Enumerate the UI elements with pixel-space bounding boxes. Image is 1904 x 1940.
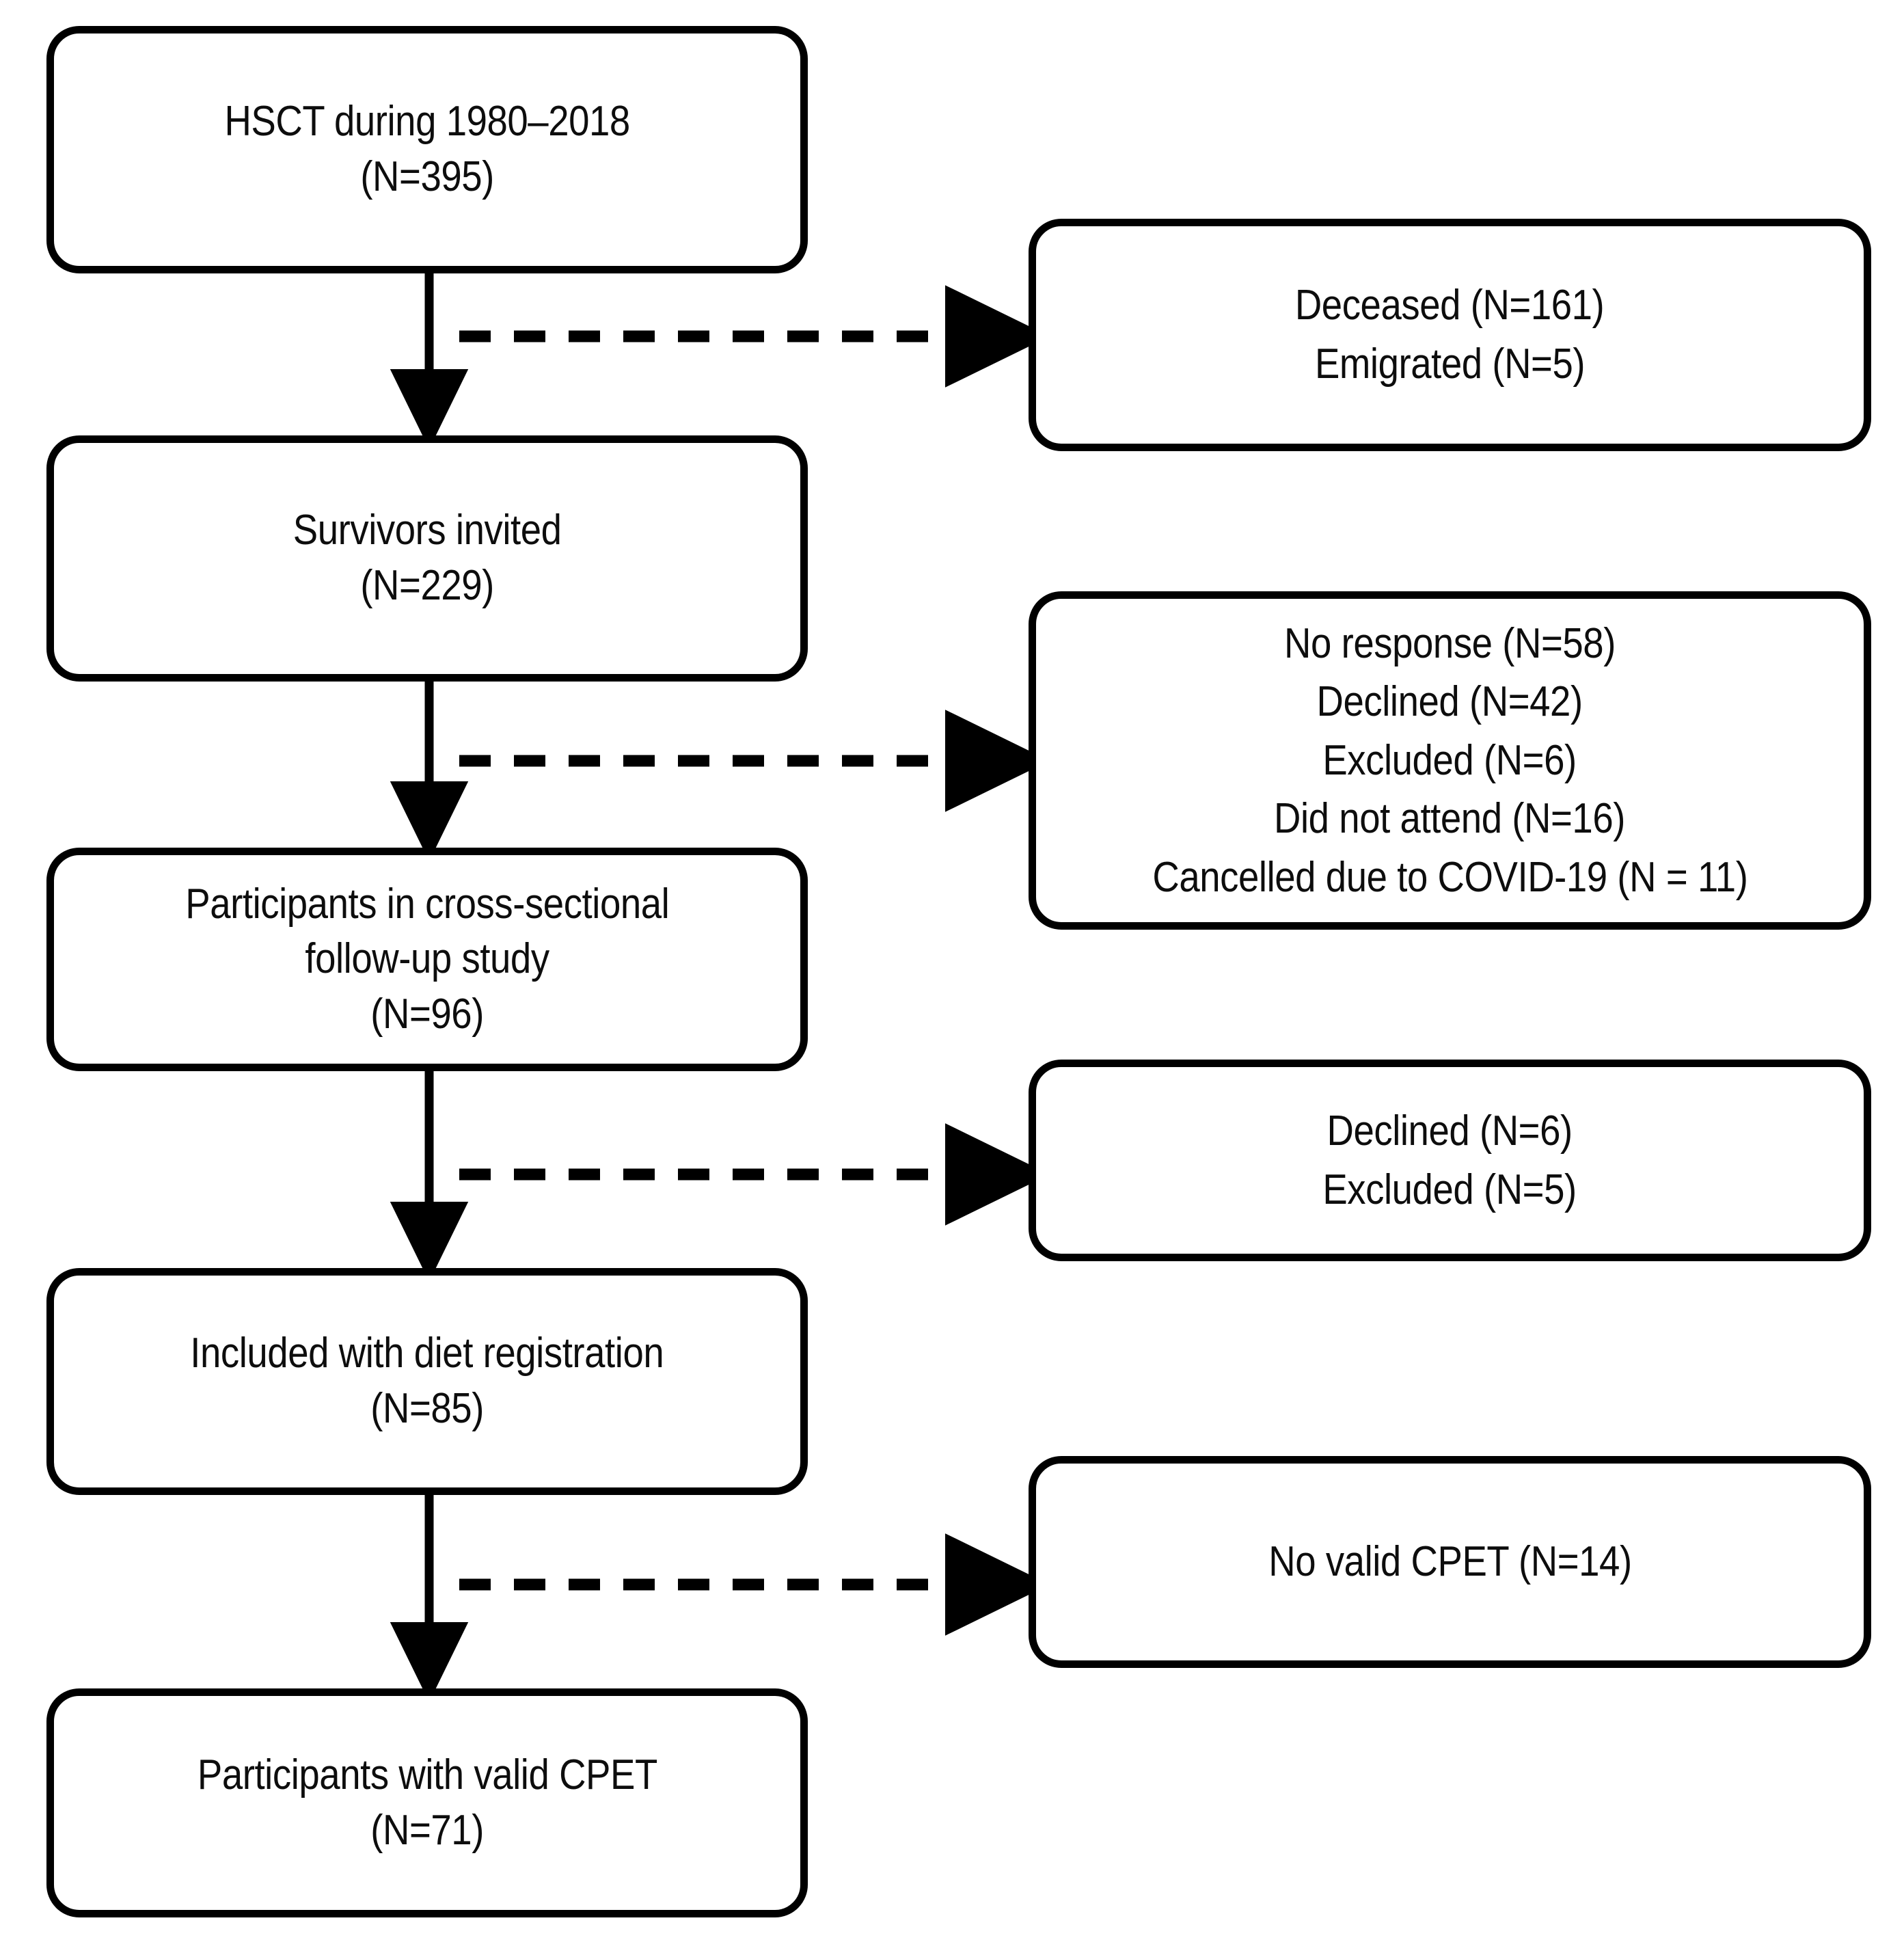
exclusion-no-valid-cpet-line: No valid CPET (N=14): [1268, 1538, 1632, 1586]
exclusion-covid-cancelled-line: Cancelled due to COVID-19 (N = 11): [1152, 853, 1748, 901]
exclusion-emigrated-line: Emigrated (N=5): [1314, 340, 1586, 388]
node-participants-valid-cpet-line-1: Participants with valid CPET: [197, 1751, 657, 1798]
node-participants-valid-cpet-line-2: (N=71): [370, 1806, 484, 1854]
exclusion-deceased-line: Deceased (N=161): [1295, 282, 1605, 329]
node-included-diet-registration: Included with diet registration (N=85): [46, 1268, 808, 1495]
exclusion-excluded-line: Excluded (N=6): [1322, 736, 1577, 784]
node-exclusion-declined-excluded: Declined (N=6) Excluded (N=5): [1029, 1060, 1871, 1261]
node-exclusion-deceased-emigrated: Deceased (N=161) Emigrated (N=5): [1029, 219, 1871, 451]
node-participants-valid-cpet: Participants with valid CPET (N=71): [46, 1688, 808, 1917]
node-hsct-line-2: (N=395): [360, 153, 494, 200]
exclusion-declined-6-line: Declined (N=6): [1327, 1107, 1573, 1155]
node-included-diet-registration-line-1: Included with diet registration: [190, 1330, 664, 1377]
node-exclusion-no-valid-cpet: No valid CPET (N=14): [1029, 1456, 1871, 1668]
exclusion-did-not-attend-line: Did not attend (N=16): [1274, 795, 1626, 843]
node-included-diet-registration-line-2: (N=85): [370, 1385, 484, 1432]
node-survivors-invited-line-2: (N=229): [360, 562, 494, 609]
exclusion-declined-line: Declined (N=42): [1316, 678, 1583, 726]
node-hsct-line-1: HSCT during 1980–2018: [224, 98, 630, 146]
exclusion-no-response-line: No response (N=58): [1284, 619, 1616, 667]
node-participants-cross-sectional-line-3: (N=96): [370, 990, 484, 1038]
node-participants-cross-sectional-line-2: follow-up study: [305, 935, 549, 983]
node-exclusion-nonparticipation: No response (N=58) Declined (N=42) Exclu…: [1029, 591, 1871, 930]
node-participants-cross-sectional-line-1: Participants in cross-sectional: [185, 880, 670, 928]
node-survivors-invited: Survivors invited (N=229): [46, 435, 808, 682]
node-hsct: HSCT during 1980–2018 (N=395): [46, 26, 808, 273]
node-participants-cross-sectional: Participants in cross-sectional follow-u…: [46, 848, 808, 1071]
node-survivors-invited-line-1: Survivors invited: [293, 507, 562, 554]
exclusion-excluded-5-line: Excluded (N=5): [1322, 1166, 1577, 1213]
